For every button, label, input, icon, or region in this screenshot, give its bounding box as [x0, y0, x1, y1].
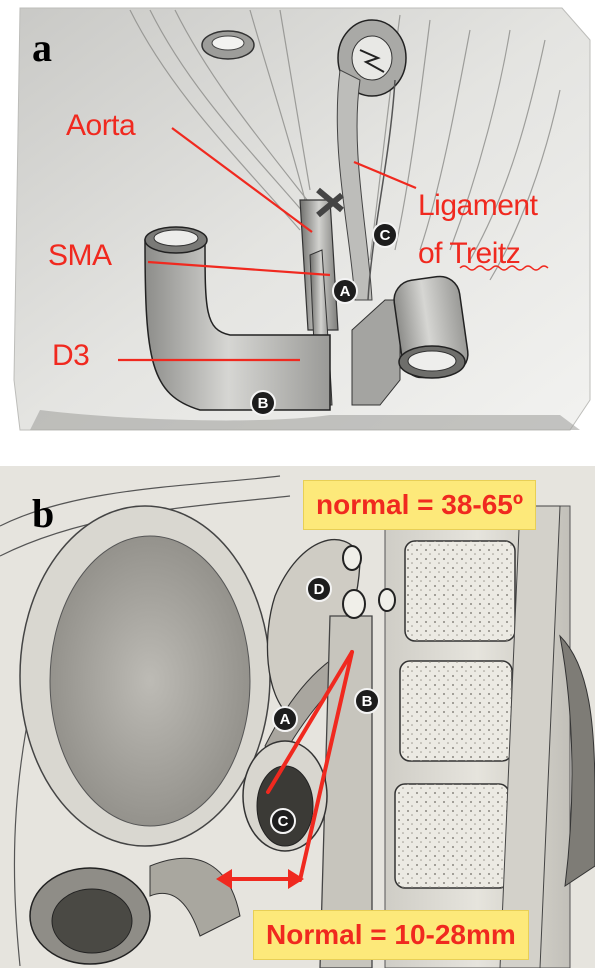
- angle-normal-range-note: normal = 38-65º: [303, 480, 536, 530]
- marker-c: C: [270, 808, 296, 834]
- panel-b-letter: b: [32, 494, 54, 534]
- distance-normal-range-note: Normal = 10-28mm: [253, 910, 529, 960]
- marker-a: A: [272, 706, 298, 732]
- panel-a-anatomy-illustration: a Aorta Ligament of Treitz SMA D3 A B C: [0, 0, 595, 435]
- ligament-of-treitz-label-line1: Ligament: [418, 190, 537, 222]
- marker-d: D: [306, 576, 332, 602]
- marker-a: A: [332, 278, 358, 304]
- d3-label: D3: [52, 340, 89, 372]
- ligament-of-treitz-label-line2: of Treitz: [418, 238, 520, 270]
- marker-c: C: [372, 222, 398, 248]
- panel-a-letter: a: [32, 28, 52, 68]
- panel-b-sagittal-illustration: b normal = 38-65º Normal = 10-28mm A B C…: [0, 466, 595, 968]
- aorta-label: Aorta: [66, 110, 135, 142]
- sma-label: SMA: [48, 240, 112, 272]
- marker-b: B: [354, 688, 380, 714]
- marker-b: B: [250, 390, 276, 416]
